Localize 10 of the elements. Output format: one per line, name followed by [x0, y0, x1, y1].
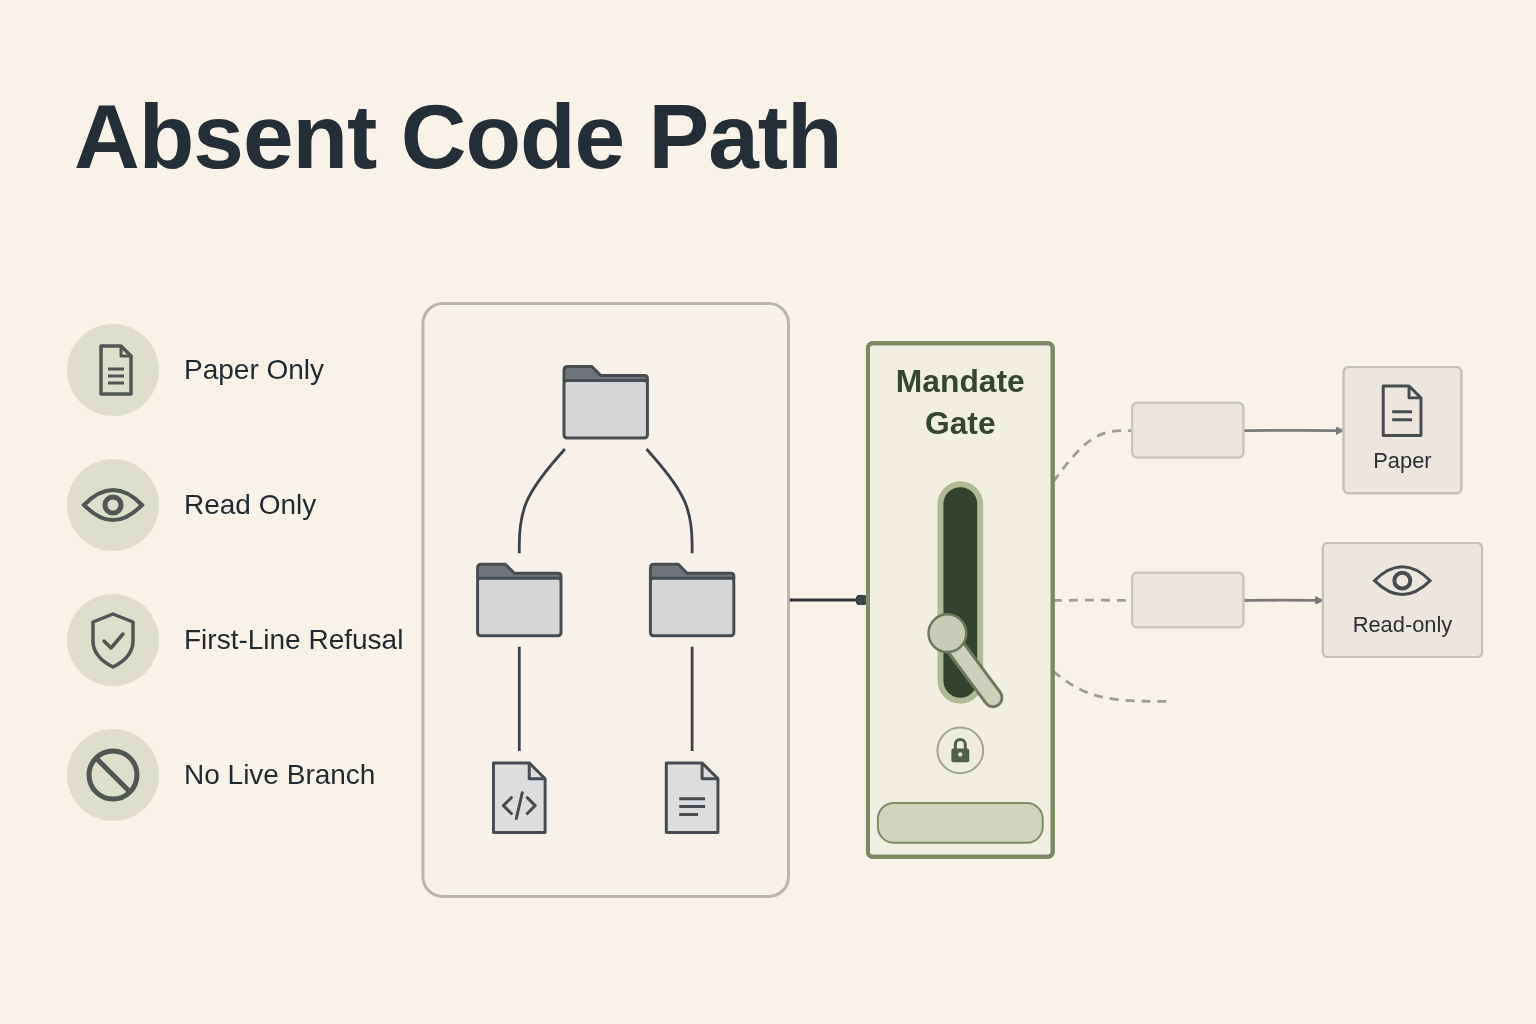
cluster: [421, 302, 790, 898]
connector: [645, 448, 694, 554]
connector: [517, 646, 521, 751]
feature-label: No Live Branch: [184, 758, 376, 791]
connector: [690, 646, 694, 751]
feature-label: Paper Only: [184, 353, 325, 386]
feature-label: Read Only: [184, 488, 317, 521]
feature-label: First-Line Refusal: [184, 623, 404, 656]
title: Absent Code Path: [74, 91, 842, 182]
connector: [517, 448, 566, 554]
